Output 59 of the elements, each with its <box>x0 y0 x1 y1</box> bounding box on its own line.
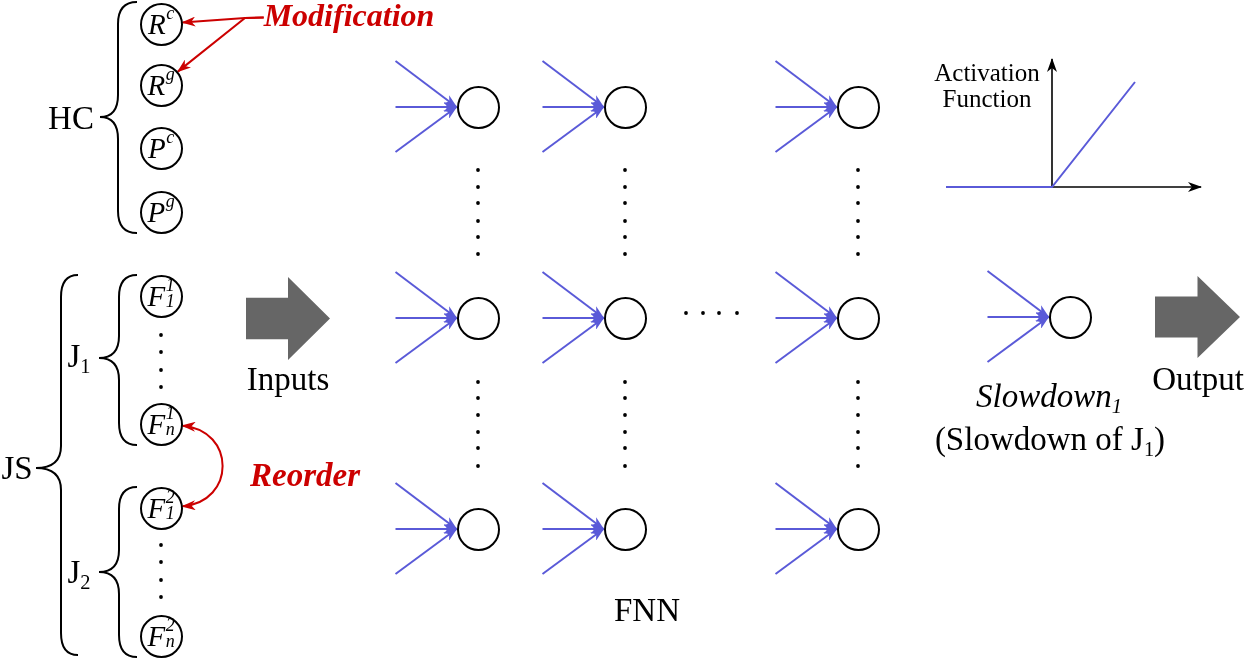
brace-label: J$_{2}$ <box>67 553 91 591</box>
input-arrow <box>986 312 1050 322</box>
block-arrow <box>1155 276 1240 358</box>
input-feature-circle: R$^{g}$ <box>139 63 183 107</box>
caption-text: (Slowdown of J$_{1}$) <box>934 420 1166 458</box>
input-arrow <box>394 317 458 364</box>
neuron-circle <box>1048 295 1092 339</box>
input-arrow <box>541 313 605 323</box>
caption-text: Inputs <box>246 360 330 398</box>
input-arrow <box>394 106 458 153</box>
brace-label: J$_{1}$ <box>67 337 91 375</box>
input-arrow <box>394 102 458 112</box>
input-arrow <box>774 317 838 364</box>
network-label: FNN <box>614 591 680 629</box>
neuron-circle <box>836 296 880 340</box>
input-arrow <box>541 524 605 534</box>
caption-text: Slowdown$_{1}$ <box>976 377 1122 415</box>
neuron-circle <box>603 85 647 129</box>
input-arrow <box>541 528 605 575</box>
annotation-text: Modification <box>263 0 435 31</box>
input-arrow <box>541 317 605 364</box>
input-feature-circle: P$^{g}$ <box>139 190 183 234</box>
input-arrow <box>394 313 458 323</box>
block-arrow <box>246 277 330 360</box>
input-arrow <box>774 313 838 323</box>
input-arrow <box>394 524 458 534</box>
neuron-circle <box>836 85 880 129</box>
input-arrow <box>541 106 605 153</box>
neuron-circle <box>836 507 880 551</box>
input-arrow <box>774 482 838 530</box>
neuron-circle <box>603 296 647 340</box>
input-arrow <box>394 271 458 319</box>
pointer-arrow <box>176 16 265 73</box>
input-arrow <box>394 482 458 530</box>
input-arrow <box>394 528 458 575</box>
neuron-circle <box>456 296 500 340</box>
input-arrow <box>541 482 605 530</box>
input-arrow <box>541 60 605 108</box>
brace-label: JS <box>1 449 33 487</box>
input-feature-circle: P$^{c}$ <box>139 126 183 170</box>
caption-text: Output <box>1152 360 1244 398</box>
curved-arrow <box>181 423 224 509</box>
input-arrow <box>774 106 838 153</box>
input-arrow <box>541 271 605 319</box>
input-arrow <box>986 316 1050 363</box>
input-arrow <box>774 528 838 575</box>
neuron-circle <box>603 507 647 551</box>
brace-label: HC <box>48 99 94 137</box>
input-arrow <box>986 270 1050 318</box>
neuron-circle <box>456 85 500 129</box>
plot-title: Activation Function <box>933 59 1041 113</box>
input-arrow <box>774 60 838 108</box>
input-arrow <box>541 102 605 112</box>
input-arrow <box>774 271 838 319</box>
input-arrow <box>774 524 838 534</box>
input-arrow <box>394 60 458 108</box>
input-feature-circle: R$^{c}$ <box>139 2 183 46</box>
input-arrow <box>774 102 838 112</box>
neuron-circle <box>456 507 500 551</box>
